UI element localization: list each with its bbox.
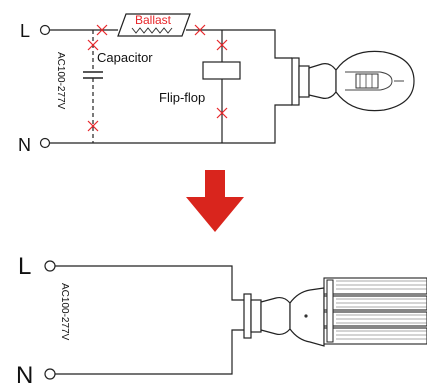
original-circuit: L N AC100-277V Ballast Capacitor Flip-fl… [18,13,415,155]
down-arrow-icon [186,170,244,232]
live-wire-segment-2 [186,29,292,59]
cross-mark-icon [216,39,228,51]
cross-mark-icon [87,120,99,132]
ballast-coil-icon [131,27,173,34]
neutral-wire [50,104,292,144]
cross-mark-icon [194,24,206,36]
ballast-box [117,13,191,37]
terminal-live-label: L [20,21,30,41]
supply-voltage-label: AC100-277V [55,52,66,110]
cross-mark-icon [87,39,99,51]
neutral-wire [55,329,244,375]
igniter-box [202,61,241,80]
terminal-neutral-label: N [18,135,31,155]
disconnect-marks [87,24,228,132]
supply-voltage-label: AC100-277V [59,283,70,341]
cross-mark-icon [216,107,228,119]
hid-lamp-icon [291,50,415,112]
terminal-neutral-label: N [16,362,33,389]
terminal-neutral-connector [44,368,56,380]
flip-flop-label: Flip-flop [159,90,205,105]
terminal-neutral-connector [39,137,51,149]
capacitor-label: Capacitor [97,50,153,65]
live-wire [55,265,244,301]
terminal-live-label: L [18,253,31,280]
ballast-label: Ballast [135,13,172,27]
led-circuit: L N AC100-277V [16,253,427,389]
cross-mark-icon [96,24,108,36]
led-corn-lamp-icon [243,277,427,347]
terminal-live-connector [44,260,56,272]
terminal-live-connector [39,24,51,36]
